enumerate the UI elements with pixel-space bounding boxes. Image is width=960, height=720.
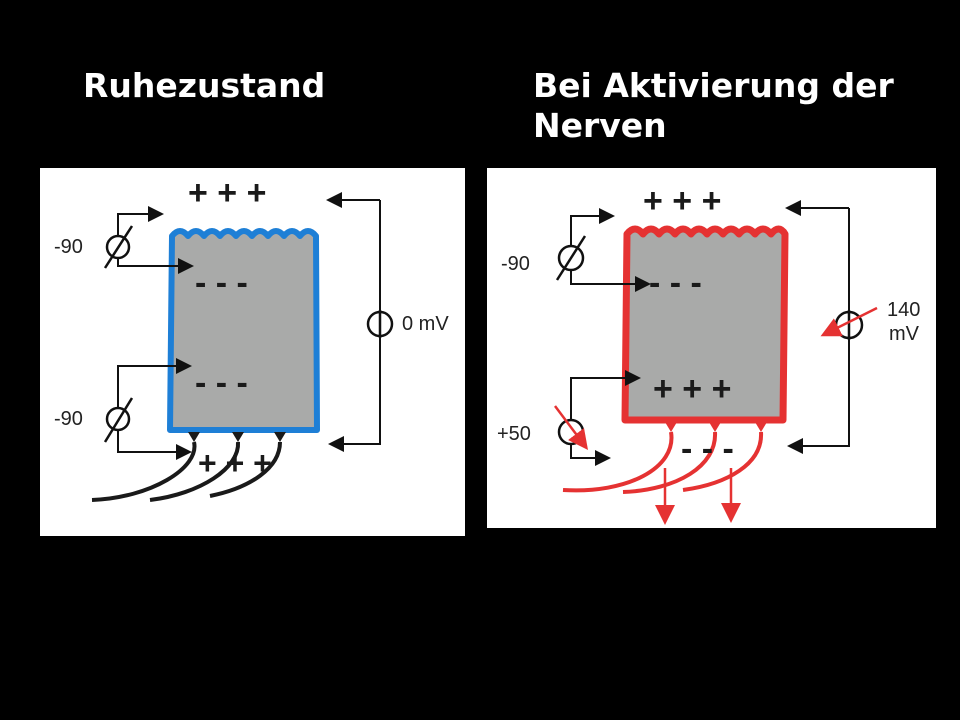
wire-top-left-meter bbox=[117, 206, 164, 238]
wire-top-left-meter bbox=[117, 256, 194, 274]
wire-bottom-left-meter bbox=[117, 430, 192, 460]
nerve-fiber bbox=[91, 441, 197, 502]
wire-top-left-meter bbox=[570, 208, 615, 248]
nerve-terminal bbox=[665, 422, 677, 432]
meter-right-value-line1: 140 bbox=[887, 299, 920, 321]
wire-bottom-left-meter bbox=[117, 358, 192, 408]
outside-top-charges: + + + bbox=[188, 174, 266, 212]
meter-bottom-left-value: -90 bbox=[54, 408, 83, 430]
inside-bottom-charges: + + + bbox=[653, 370, 731, 408]
outside-bottom-charges: - - - bbox=[681, 430, 734, 468]
meter-bottom-left-value: +50 bbox=[497, 423, 531, 445]
nerve-fiber bbox=[622, 431, 718, 494]
nerve-fiber bbox=[149, 441, 241, 502]
wire-bottom-left-meter bbox=[570, 370, 641, 420]
cell-body bbox=[625, 229, 785, 420]
diagram-activation-state: -90 +50 140 mV + + + - - - + + + - - - bbox=[487, 168, 936, 528]
meter-top-left-value: -90 bbox=[501, 253, 530, 275]
resting-state-drawing: -90 -90 0 mV + + + - - - - - - + + + bbox=[54, 174, 449, 502]
title-activation-state: Bei Aktivierung der Nerven bbox=[533, 66, 894, 145]
nerve-terminal bbox=[755, 422, 767, 432]
nerve-fiber bbox=[562, 431, 674, 493]
voltmeter-top-left bbox=[103, 225, 134, 269]
nerve-fiber bbox=[682, 431, 764, 492]
cell-membrane bbox=[167, 228, 320, 433]
voltmeter-right bbox=[366, 310, 394, 338]
inside-top-charges: - - - bbox=[649, 264, 702, 302]
cell-body bbox=[170, 231, 317, 430]
outside-top-charges: + + + bbox=[643, 182, 721, 220]
nerve-terminal bbox=[274, 432, 286, 442]
title-resting-state: Ruhezustand bbox=[83, 66, 326, 105]
inside-top-charges: - - - bbox=[195, 264, 248, 302]
voltmeter-right bbox=[820, 306, 878, 340]
nerve-terminal bbox=[709, 422, 721, 432]
nerve-terminal bbox=[188, 432, 200, 442]
outside-bottom-charges: + + + bbox=[198, 445, 272, 481]
wire-right-meter bbox=[787, 340, 850, 454]
wire-right-meter bbox=[328, 338, 381, 452]
meter-top-left-value: -90 bbox=[54, 236, 83, 258]
cell-membrane bbox=[621, 225, 789, 424]
meter-right-value: 0 mV bbox=[402, 313, 449, 335]
meter-right-value-line2: mV bbox=[889, 323, 920, 345]
wire-top-left-meter bbox=[570, 268, 651, 292]
voltmeter-top-left bbox=[555, 235, 587, 281]
activation-state-drawing: -90 +50 140 mV + + + - - - + + + - - - bbox=[497, 182, 920, 525]
voltmeter-bottom-left bbox=[554, 405, 588, 450]
diagram-resting-state: -90 -90 0 mV + + + - - - - - - + + + bbox=[40, 168, 465, 536]
nerve-fiber bbox=[209, 441, 282, 498]
inside-bottom-charges: - - - bbox=[195, 364, 248, 402]
wire-bottom-left-meter bbox=[570, 444, 611, 466]
voltmeter-bottom-left bbox=[103, 397, 134, 443]
nerve-terminal bbox=[232, 432, 244, 442]
